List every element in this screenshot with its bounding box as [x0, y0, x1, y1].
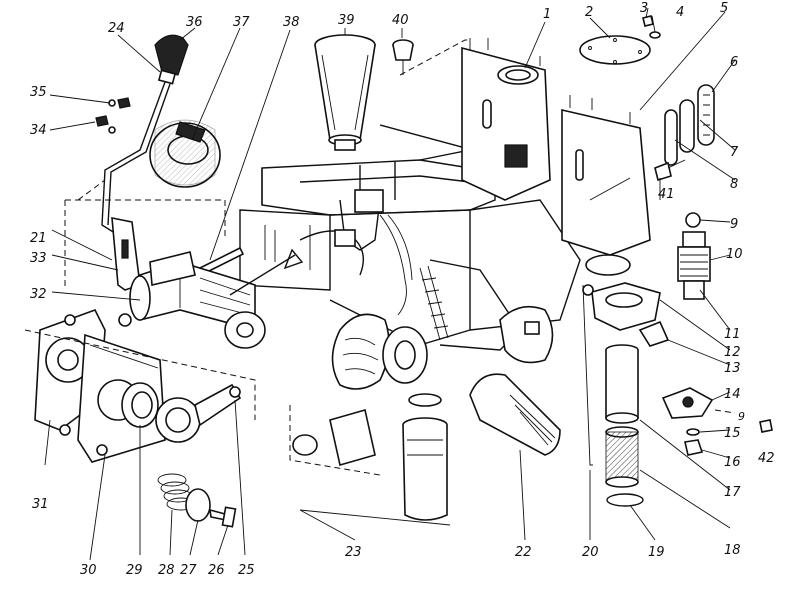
- ring-29: [121, 382, 159, 428]
- drain-plate-14: [661, 387, 714, 419]
- screw-3-4: [642, 15, 661, 39]
- callout-16: 16: [724, 455, 741, 470]
- union-13: [638, 320, 670, 347]
- guide-lower-left: [24, 329, 256, 420]
- cap-40: [392, 39, 414, 75]
- callout-12: 12: [724, 345, 741, 360]
- callout-13: 13: [724, 361, 741, 376]
- callout-4: 4: [676, 5, 684, 20]
- guide-14-9: [714, 409, 736, 414]
- callout-27: 27: [180, 563, 197, 578]
- callout-29: 29: [126, 563, 143, 578]
- callout-6: 6: [730, 55, 738, 70]
- callout-8: 8: [730, 177, 738, 192]
- callout-14: 14: [724, 387, 741, 402]
- callout-19: 19: [648, 545, 665, 560]
- valve-10: [677, 231, 711, 300]
- callout-40: 40: [392, 13, 409, 28]
- callout-21: 21: [30, 231, 47, 246]
- ball-9: [685, 212, 701, 228]
- cap-27: [185, 488, 211, 522]
- callout-11: 11: [724, 327, 741, 342]
- plate-8: [664, 109, 678, 166]
- screw-washer-34-35: [95, 97, 131, 134]
- callout-31: 31: [32, 497, 49, 512]
- callout-18: 18: [724, 543, 741, 558]
- callout-42: 42: [758, 451, 775, 466]
- screw-42: [759, 419, 773, 433]
- callout-9: 9: [730, 217, 738, 232]
- callout-17: 17: [724, 485, 741, 500]
- callout-41: 41: [658, 187, 675, 202]
- callout-32: 32: [30, 287, 47, 302]
- callout-36: 36: [186, 15, 203, 30]
- callout-3: 3: [640, 1, 648, 16]
- filter-element-18: [605, 426, 639, 488]
- callout-37: 37: [233, 15, 250, 30]
- callout-22: 22: [515, 545, 532, 560]
- crank-25: [155, 383, 242, 443]
- leader-lines: [44, 7, 736, 561]
- callout-7: 7: [730, 145, 739, 160]
- washer-shaft: [224, 311, 266, 349]
- callout-26: 26: [208, 563, 225, 578]
- nut-16: [684, 439, 704, 456]
- lid-2: [579, 35, 651, 65]
- filter-bowl-17: [605, 344, 639, 424]
- tank-1: [461, 38, 551, 201]
- splined-shaft-32-33: [129, 248, 304, 332]
- bolt-26: [209, 506, 237, 528]
- gear-lever-assembly: [64, 34, 226, 291]
- callout-38: 38: [283, 15, 300, 30]
- callout-33: 33: [30, 251, 47, 266]
- callout-24: 24: [108, 21, 125, 36]
- rod-20: [582, 284, 593, 466]
- callout-10: 10: [726, 247, 743, 262]
- tank-5: [561, 95, 651, 276]
- callout-39: 39: [338, 13, 355, 28]
- gasket-6-7: [679, 84, 715, 153]
- filter-cup-39: [314, 34, 376, 151]
- callout-30: 30: [80, 563, 97, 578]
- callout-23: 23: [345, 545, 362, 560]
- guide-tank-top: [399, 39, 470, 76]
- callout-28: 28: [158, 563, 175, 578]
- screw-41: [654, 159, 686, 182]
- washer-15: [686, 428, 700, 436]
- clip-19: [606, 493, 644, 507]
- boot-37: [149, 119, 221, 188]
- callout-labels: 1 2 3 4 5 6 7 8 9 10 11 12 13 14 9 15 16…: [30, 1, 775, 578]
- callout-2: 2: [585, 5, 593, 20]
- callout-1: 1: [543, 7, 551, 22]
- callout-34: 34: [30, 123, 47, 138]
- filter-cartridge-23: [292, 393, 448, 521]
- machine-body: [239, 124, 581, 390]
- callout-5: 5: [720, 1, 728, 16]
- callout-25: 25: [238, 563, 255, 578]
- callout-20: 20: [582, 545, 599, 560]
- callout-35: 35: [30, 85, 47, 100]
- callout-9b: 9: [738, 410, 745, 423]
- callout-15: 15: [724, 426, 741, 441]
- guide-23: [289, 405, 381, 476]
- filter-head-12: [582, 282, 661, 331]
- connector-22: [469, 373, 561, 456]
